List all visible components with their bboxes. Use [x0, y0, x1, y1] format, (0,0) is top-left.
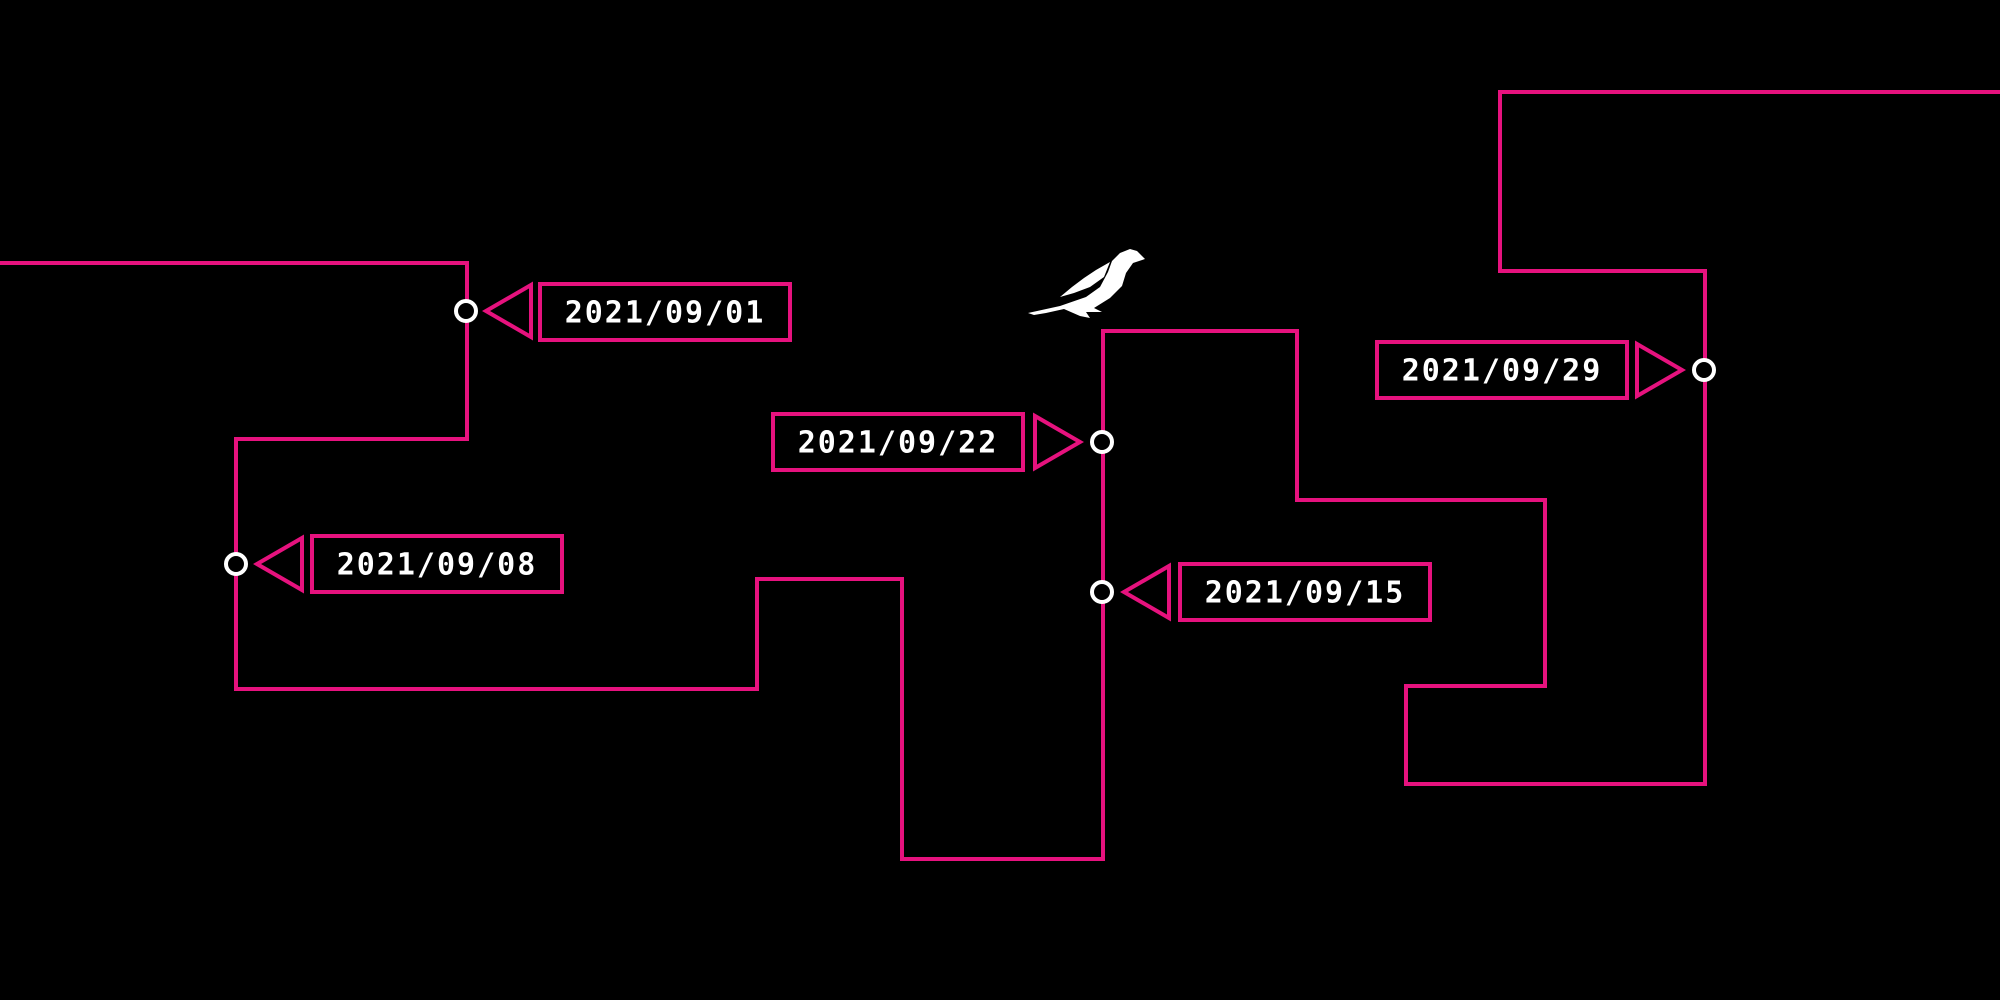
date-label: 2021/09/08 — [337, 548, 538, 583]
milestone-node-icon — [224, 552, 248, 576]
milestone-node-icon — [1090, 580, 1114, 604]
date-label: 2021/09/22 — [798, 426, 999, 461]
timeline-path — [0, 90, 2000, 861]
milestone-node-icon — [1692, 358, 1716, 382]
milestone-node-icon — [1090, 430, 1114, 454]
pointer-right-icon — [1033, 412, 1084, 472]
pointer-left-icon — [482, 281, 533, 341]
date-label: 2021/09/29 — [1402, 354, 1603, 389]
date-box — [1178, 562, 1432, 622]
milestone-node-icon — [454, 299, 478, 323]
date-box — [771, 412, 1025, 472]
pointer-left-icon — [1120, 562, 1171, 622]
date-box — [310, 534, 564, 594]
pointer-left-icon — [253, 534, 304, 594]
pointer-right-icon — [1635, 340, 1686, 400]
date-box — [538, 282, 792, 342]
date-box — [1375, 340, 1629, 400]
bird-icon — [1028, 249, 1145, 318]
milestone-2021-09-29: 2021/09/29 — [1375, 340, 1716, 400]
milestone-2021-09-08: 2021/09/08 — [224, 534, 564, 594]
milestone-2021-09-22: 2021/09/22 — [771, 412, 1114, 472]
milestone-2021-09-01: 2021/09/01 — [454, 281, 792, 342]
date-label: 2021/09/01 — [565, 296, 766, 331]
milestone-2021-09-15: 2021/09/15 — [1090, 562, 1432, 622]
date-label: 2021/09/15 — [1205, 576, 1406, 611]
